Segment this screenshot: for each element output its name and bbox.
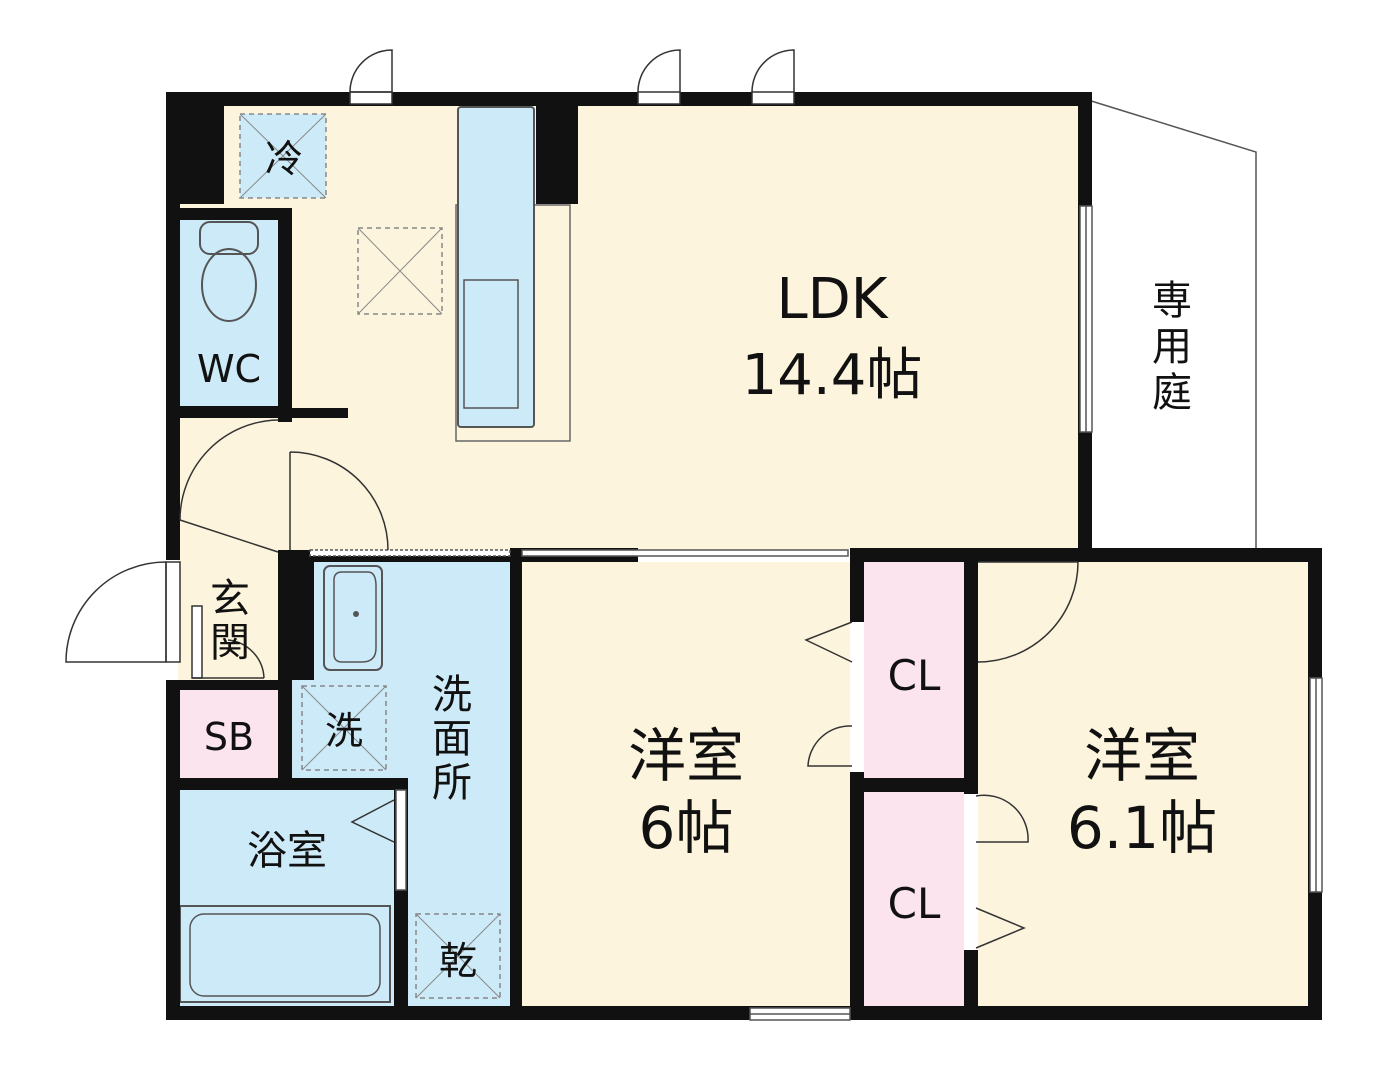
ldk-floor [178,105,1080,550]
western1-floor [520,562,852,1008]
fridge-label: 冷 [265,137,303,181]
closet-lower-door-room2[interactable] [964,794,1029,950]
windows [309,205,1323,1021]
wc-label: WC [197,347,261,391]
dryer-space [415,913,501,999]
kitchen-counter [457,106,535,428]
bath-label: 浴室 [247,828,327,874]
doors [65,49,1079,950]
window-bath [395,789,407,891]
shoebox-floor [178,690,278,778]
washroom-label-2: 面 [432,716,472,762]
door-top-left[interactable] [349,49,393,105]
western1-size-label: 6帖 [639,794,734,862]
entrance-label-1: 玄 [210,576,250,622]
bathtub-fixture [179,905,391,1003]
washer-label: 洗 [325,709,363,753]
hall-door[interactable] [179,419,279,553]
door-top-right[interactable] [751,49,795,105]
garden-label-2: 用 [1152,324,1192,370]
western2-floor [976,562,1308,1008]
fixtures [179,106,571,1003]
ldk-name-label: LDK [776,267,888,332]
dryer-label: 乾 [439,939,477,983]
closet-upper-door-room1[interactable] [804,621,864,772]
door-top-mid[interactable] [637,49,681,105]
toilet-fixture [199,221,259,322]
ldk-door[interactable] [289,451,389,551]
ldk-size-label: 14.4帖 [742,343,923,408]
shoebox-door[interactable] [191,605,265,679]
western2-size-label: 6.1帖 [1067,794,1217,862]
washer-space [301,685,387,771]
garden-label-3: 庭 [1152,370,1192,416]
closet-upper-floor [864,562,966,778]
entrance-label-2: 関 [210,620,250,666]
bath-door[interactable] [350,799,395,843]
room2-door[interactable] [977,561,1079,663]
closet-upper-label: CL [888,651,941,700]
table-space [357,227,443,315]
washroom-label-3: 所 [432,760,472,806]
western2-name-label: 洋室 [1084,722,1200,790]
garden-label-1: 専 [1152,278,1192,324]
closet-lower-label: CL [888,879,941,928]
labels: LDK 14.4帖 洋室 6帖 洋室 6.1帖 WC 玄 関 SB 浴室 洗 面… [197,137,1217,983]
sliding-door-ldk-washroom[interactable] [309,549,511,557]
floor-fills [178,98,1308,1010]
sliding-door-ldk-room1[interactable] [521,549,849,557]
shoebox-label: SB [204,715,254,759]
front-door[interactable] [65,561,181,663]
washroom-label-1: 洗 [432,672,472,718]
western1-name-label: 洋室 [628,722,744,790]
closet-lower-floor [864,792,966,1008]
kitchen-sink [463,279,519,409]
washbasin-fixture [323,565,383,671]
